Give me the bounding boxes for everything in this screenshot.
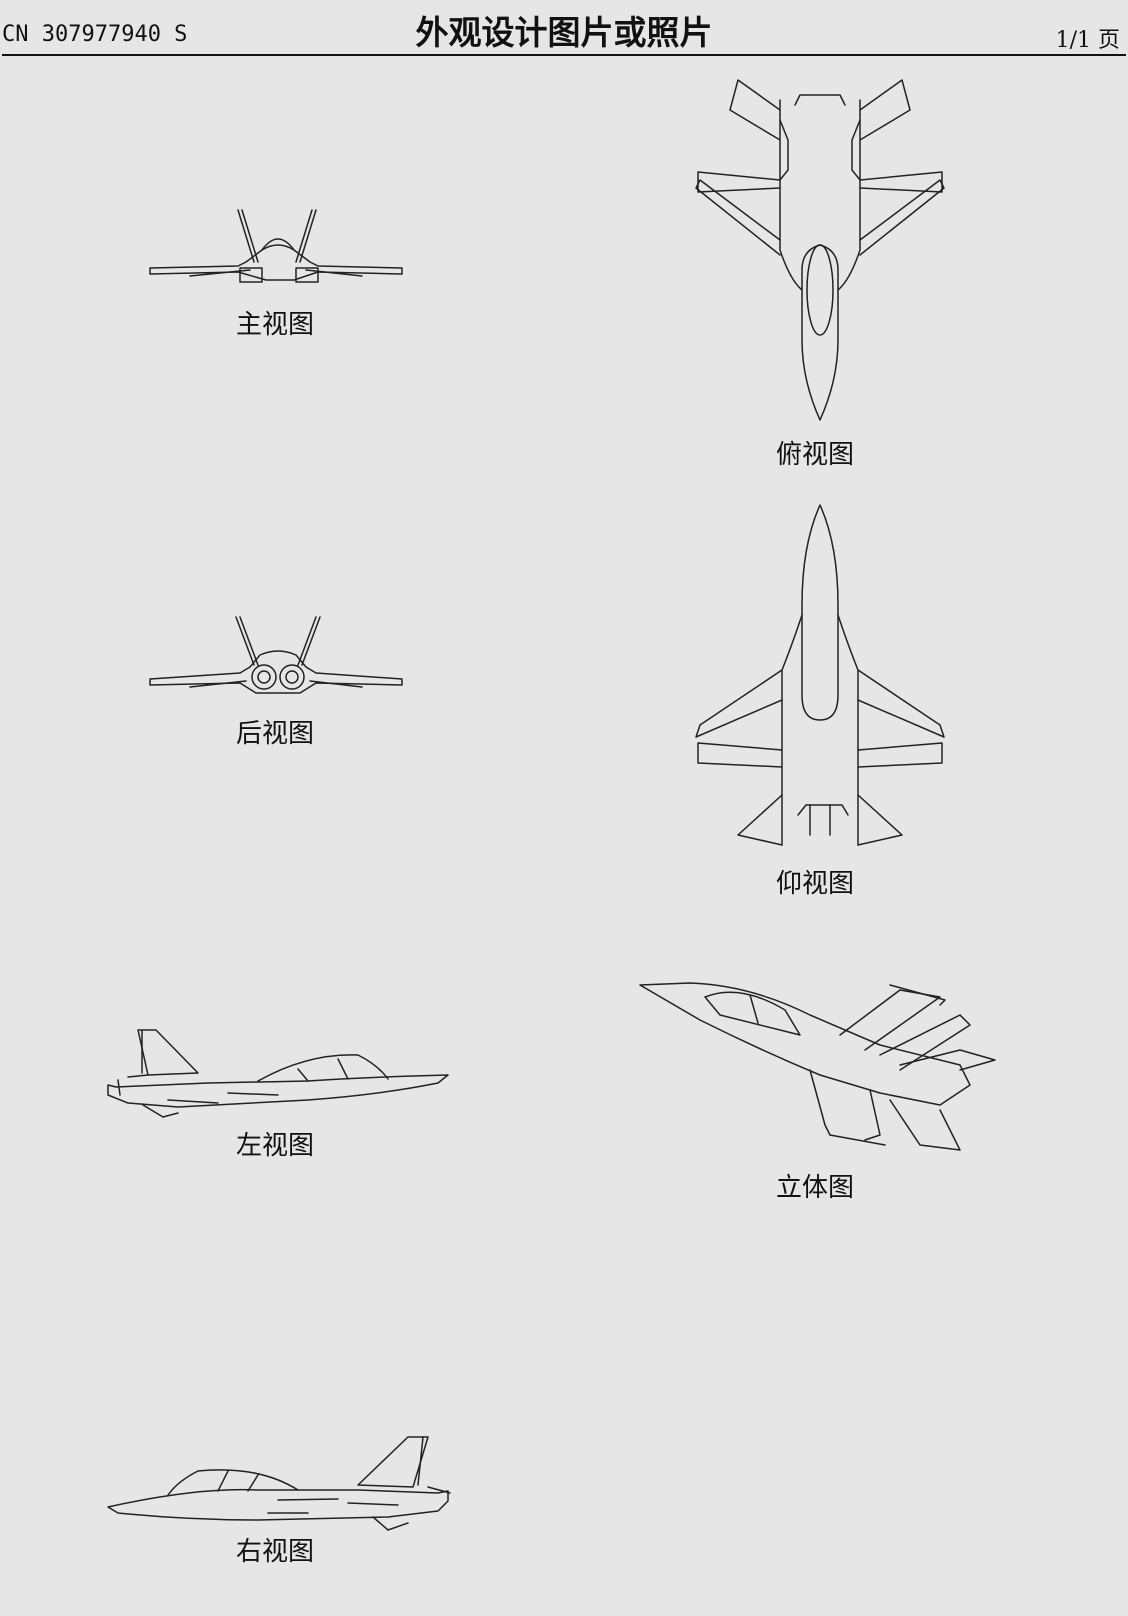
header-rule [2, 54, 1126, 56]
top-view-drawing [695, 79, 945, 421]
page-header: CN 307977940 S 外观设计图片或照片 1/1 页 [0, 0, 1128, 56]
top-view: 俯视图 [690, 79, 950, 470]
front-view: 主视图 [149, 209, 410, 340]
perspective-view-caption: 立体图 [776, 1173, 855, 1203]
left-view-drawing [107, 1029, 449, 1118]
right-view-caption: 右视图 [236, 1537, 315, 1567]
perspective-view: 立体图 [639, 975, 1030, 1203]
bottom-view-drawing [695, 504, 945, 846]
bottom-view-caption: 仰视图 [776, 869, 855, 899]
rear-view-caption: 后视图 [236, 719, 315, 749]
top-view-caption: 俯视图 [776, 440, 855, 470]
document-number: CN 307977940 S [2, 22, 188, 47]
right-view: 右视图 [107, 1435, 458, 1567]
front-view-caption: 主视图 [236, 310, 315, 340]
rear-view-drawing [149, 616, 403, 694]
left-view-caption: 左视图 [236, 1131, 315, 1161]
rear-view: 后视图 [149, 615, 410, 749]
perspective-view-drawing [639, 982, 996, 1151]
right-view-drawing [107, 1436, 451, 1531]
page-number: 1/1 页 [1055, 28, 1120, 53]
left-view: 左视图 [107, 1025, 458, 1161]
bottom-view: 仰视图 [690, 504, 950, 899]
document-title: 外观设计图片或照片 [415, 13, 713, 52]
front-view-drawing [149, 209, 403, 283]
